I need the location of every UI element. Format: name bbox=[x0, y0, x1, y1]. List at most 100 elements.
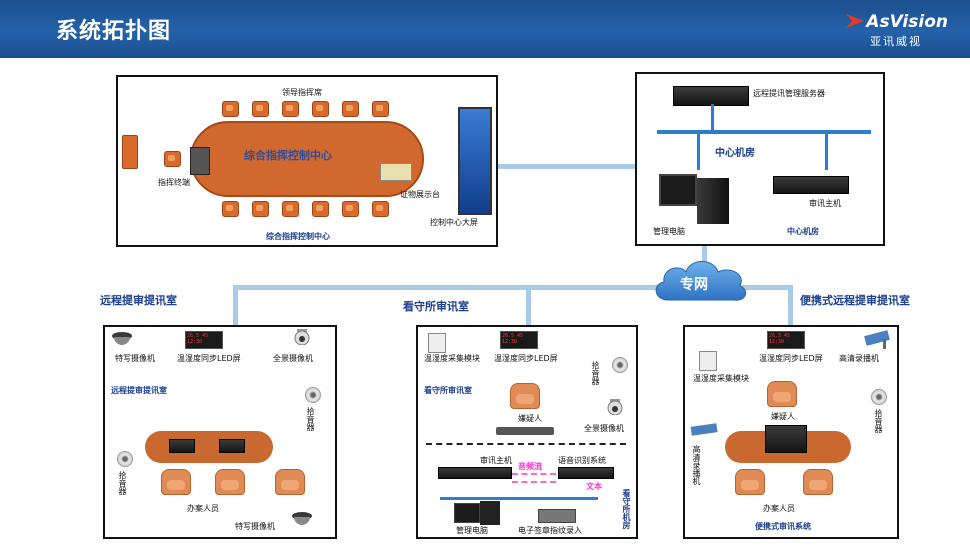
screen-label: 控制中心大屏 bbox=[430, 218, 478, 227]
seat bbox=[252, 201, 269, 217]
command-center-caption: 综合指挥控制中心 bbox=[266, 232, 330, 241]
room-divider bbox=[426, 443, 626, 445]
text-flow-arrow bbox=[512, 481, 556, 483]
evidence-stand-icon bbox=[380, 163, 412, 181]
link-to-remote-room bbox=[233, 285, 238, 327]
staff-chair bbox=[803, 469, 833, 495]
interrogation-host-icon bbox=[773, 176, 849, 194]
detention-machine-room-caption: 看守所机房 bbox=[622, 489, 631, 529]
link-center-to-room bbox=[496, 164, 636, 169]
pc-label: 管理电脑 bbox=[653, 227, 685, 236]
staff-label: 办案人员 bbox=[187, 504, 219, 513]
link-bus-horizontal bbox=[233, 285, 668, 290]
audio-flow-arrow bbox=[512, 473, 556, 475]
evidence-label: 证物展示台 bbox=[400, 190, 440, 199]
suspect-chair bbox=[767, 381, 797, 407]
command-center-panel: 领导指挥席 综合指挥控制中心 指挥终端 证物展示台 控制中心大屏 综合指挥控制中… bbox=[116, 75, 498, 247]
server-label: 远程提讯管理服务器 bbox=[753, 89, 825, 98]
pc-label: 管理电脑 bbox=[456, 526, 488, 535]
seat bbox=[342, 201, 359, 217]
interrogation-host-icon bbox=[438, 467, 512, 479]
section-label-remote: 远程提审提讯室 bbox=[100, 294, 177, 307]
seat bbox=[312, 101, 329, 117]
closeup-camera-icon bbox=[292, 512, 312, 525]
asvision-logo-icon bbox=[846, 14, 864, 28]
hd-camera-top-label: 高清录播机 bbox=[839, 354, 879, 363]
suspect-chair bbox=[510, 383, 540, 409]
cloud-label: 专网 bbox=[680, 277, 708, 293]
seat bbox=[312, 201, 329, 217]
server-link bbox=[711, 104, 714, 130]
big-screen-icon bbox=[458, 107, 492, 215]
pc-tower-icon bbox=[480, 501, 500, 525]
command-table bbox=[190, 121, 424, 197]
link-room-to-cloud bbox=[702, 244, 707, 268]
command-table-label: 综合指挥控制中心 bbox=[244, 149, 332, 162]
pickup-icon bbox=[612, 357, 628, 373]
portable-system-caption: 便携式审讯系统 bbox=[755, 522, 811, 531]
leader-seats-label: 领导指挥席 bbox=[282, 88, 322, 97]
remote-room-label: 远程提审提讯室 bbox=[111, 386, 167, 395]
seat bbox=[372, 201, 389, 217]
pickup-left-label: 拾音器 bbox=[118, 471, 127, 495]
audio-flow-label: 音频流 bbox=[518, 462, 542, 471]
terminal-label: 指挥终端 bbox=[158, 178, 190, 187]
link-to-portable-room bbox=[788, 285, 793, 327]
staff-chair bbox=[215, 469, 245, 495]
center-bus-label: 中心机房 bbox=[715, 148, 755, 159]
closeup-camera-top-label: 特写摄像机 bbox=[115, 354, 155, 363]
led-label: 温湿度同步LED屏 bbox=[177, 354, 241, 363]
remote-table bbox=[145, 431, 273, 463]
suspect-label: 嫌疑人 bbox=[771, 412, 795, 421]
staff-chair bbox=[735, 469, 765, 495]
pickup-right-label: 拾音器 bbox=[306, 407, 315, 431]
fingerprint-pad-icon bbox=[538, 509, 576, 523]
pickup-icon bbox=[305, 387, 321, 403]
sofa bbox=[122, 135, 138, 169]
panorama-camera-label: 全景摄像机 bbox=[273, 354, 313, 363]
center-bus bbox=[657, 130, 871, 134]
pickup-label: 拾音器 bbox=[591, 361, 600, 385]
link-to-detention-room bbox=[526, 285, 531, 327]
pickup-icon bbox=[117, 451, 133, 467]
sensor-label: 温湿度采集模块 bbox=[693, 374, 749, 383]
terminal-monitor-icon bbox=[190, 147, 210, 175]
staff-chair bbox=[161, 469, 191, 495]
detention-room-label: 看守所审讯室 bbox=[424, 386, 472, 395]
panorama-camera-icon bbox=[607, 399, 623, 415]
seat bbox=[342, 101, 359, 117]
closeup-camera-icon bbox=[112, 332, 132, 345]
detention-bus bbox=[440, 497, 598, 500]
sensor-icon bbox=[428, 333, 446, 353]
management-server-icon bbox=[673, 86, 749, 106]
section-label-portable: 便携式远程提审提讯室 bbox=[800, 294, 910, 307]
hd-camera-side-label: 高清录播机 bbox=[692, 445, 701, 485]
header-bar: 系统拓扑图 AsVision 亚讯威视 bbox=[0, 0, 970, 58]
hd-recorder-icon bbox=[864, 330, 890, 349]
text-flow-label: 文本 bbox=[586, 482, 602, 491]
machine-room-panel: 远程提讯管理服务器 中心机房 管理电脑 审讯主机 中心机房 bbox=[635, 72, 885, 246]
speech-label: 语音识别系统 bbox=[558, 456, 606, 465]
suspect-label: 嫌疑人 bbox=[518, 414, 542, 423]
portable-laptop-icon bbox=[765, 425, 807, 453]
host-label: 审讯主机 bbox=[809, 199, 841, 208]
seat bbox=[372, 101, 389, 117]
seat bbox=[282, 101, 299, 117]
pc-link bbox=[697, 134, 700, 170]
seat bbox=[282, 201, 299, 217]
link-bus-right bbox=[740, 285, 792, 290]
pc-tower-icon bbox=[697, 178, 729, 224]
logo-subtext: 亚讯威视 bbox=[870, 35, 922, 48]
host-link bbox=[825, 134, 828, 170]
panorama-camera-icon bbox=[294, 329, 310, 345]
seat bbox=[222, 201, 239, 217]
seat bbox=[222, 101, 239, 117]
host-label: 审讯主机 bbox=[480, 456, 512, 465]
led-label: 温湿度同步LED屏 bbox=[759, 354, 823, 363]
private-network-cloud-icon bbox=[655, 261, 747, 301]
